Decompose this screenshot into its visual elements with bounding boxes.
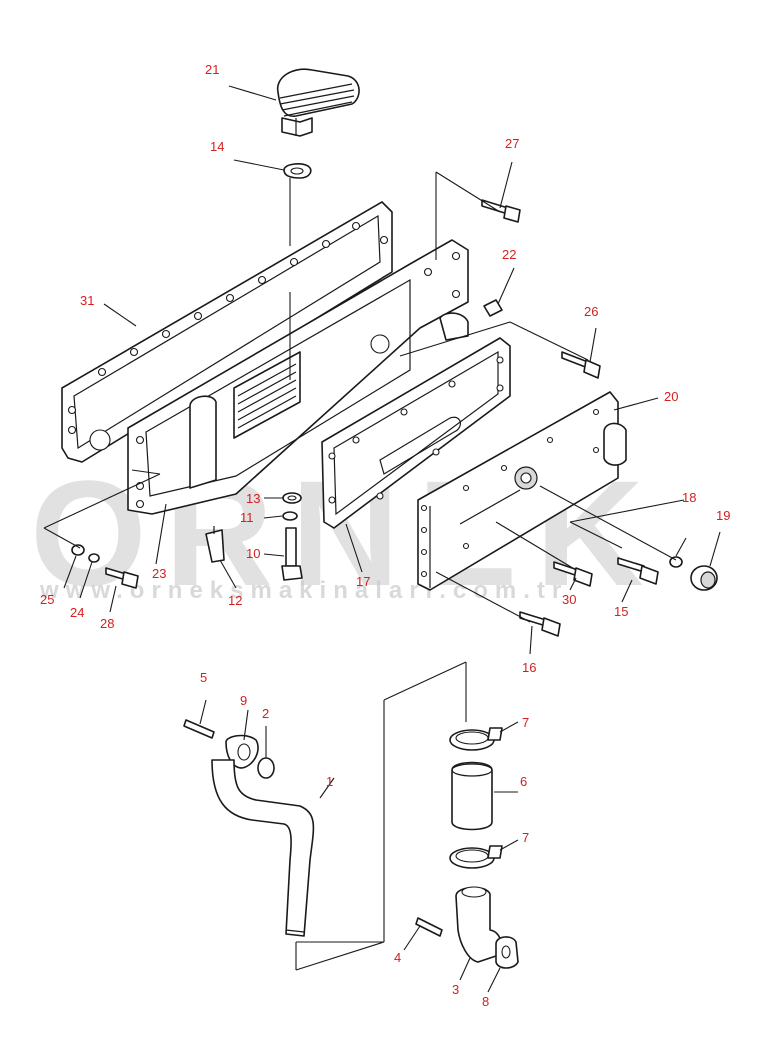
callout-13: 13 [246, 491, 260, 506]
part-24-washer[interactable] [88, 553, 100, 563]
part-13-washer[interactable] [282, 492, 302, 504]
part-14-gasket[interactable] [283, 163, 312, 179]
callout-18: 18 [682, 490, 696, 505]
callout-27: 27 [505, 136, 519, 151]
callout-23: 23 [152, 566, 166, 581]
callout-28: 28 [100, 616, 114, 631]
part-2-o-ring[interactable] [257, 757, 275, 779]
part-8-gasket[interactable] [495, 936, 519, 969]
callout-20: 20 [664, 389, 678, 404]
callout-22: 22 [502, 247, 516, 262]
part-12-drain-cock[interactable] [205, 526, 225, 563]
callout-19: 19 [716, 508, 730, 523]
part-18-o-ring[interactable] [669, 556, 683, 568]
callout-3: 3 [452, 982, 459, 997]
part-3-elbow[interactable] [455, 886, 502, 963]
part-10-bolt[interactable] [281, 527, 303, 581]
part-30-bolt[interactable] [553, 561, 593, 587]
callout-16: 16 [522, 660, 536, 675]
part-19-plug[interactable] [690, 565, 718, 591]
callout-1: 1 [326, 774, 333, 789]
part-1-tube[interactable] [211, 759, 315, 937]
part-16-bolt[interactable] [519, 611, 561, 637]
callout-7-lower: 7 [522, 830, 529, 845]
callout-5: 5 [200, 670, 207, 685]
part-7-clamp-upper[interactable] [449, 727, 503, 751]
part-15-bolt[interactable] [617, 557, 659, 585]
callouts: 21 14 27 22 31 26 20 13 11 10 12 23 17 1… [40, 62, 730, 1009]
part-11-spring-washer[interactable] [282, 511, 298, 521]
callout-12: 12 [228, 593, 242, 608]
part-17-cover-gasket[interactable] [321, 337, 511, 529]
callout-7-upper: 7 [522, 715, 529, 730]
callout-11: 11 [240, 510, 254, 525]
callout-17: 17 [356, 574, 370, 589]
part-26-bolt[interactable] [561, 351, 601, 379]
callout-6: 6 [520, 774, 527, 789]
part-7-clamp-lower[interactable] [449, 845, 503, 869]
part-23-cooler-housing[interactable] [127, 239, 469, 515]
part-5-bolt[interactable] [183, 719, 215, 739]
callout-14: 14 [210, 139, 224, 154]
part-21-oil-cooler-element[interactable] [276, 68, 360, 137]
callout-25: 25 [40, 592, 54, 607]
part-20-cooler-cover[interactable] [417, 391, 627, 591]
part-22-plug[interactable] [483, 299, 503, 317]
callout-10: 10 [246, 546, 260, 561]
part-4-bolt[interactable] [415, 917, 443, 937]
callout-26: 26 [584, 304, 598, 319]
part-6-hose[interactable] [451, 761, 493, 831]
callout-8: 8 [482, 994, 489, 1009]
callout-9: 9 [240, 693, 247, 708]
callout-30: 30 [562, 592, 576, 607]
callout-21: 21 [205, 62, 219, 77]
part-28-bolt[interactable] [105, 567, 139, 589]
part-27-bolt[interactable] [481, 199, 521, 223]
callout-4: 4 [394, 950, 401, 965]
leader-lines [43, 85, 721, 993]
part-31-large-gasket[interactable] [61, 201, 393, 463]
callout-2: 2 [262, 706, 269, 721]
part-25-washer[interactable] [71, 544, 85, 556]
callout-24: 24 [70, 605, 84, 620]
callout-15: 15 [614, 604, 628, 619]
callout-31: 31 [80, 293, 94, 308]
